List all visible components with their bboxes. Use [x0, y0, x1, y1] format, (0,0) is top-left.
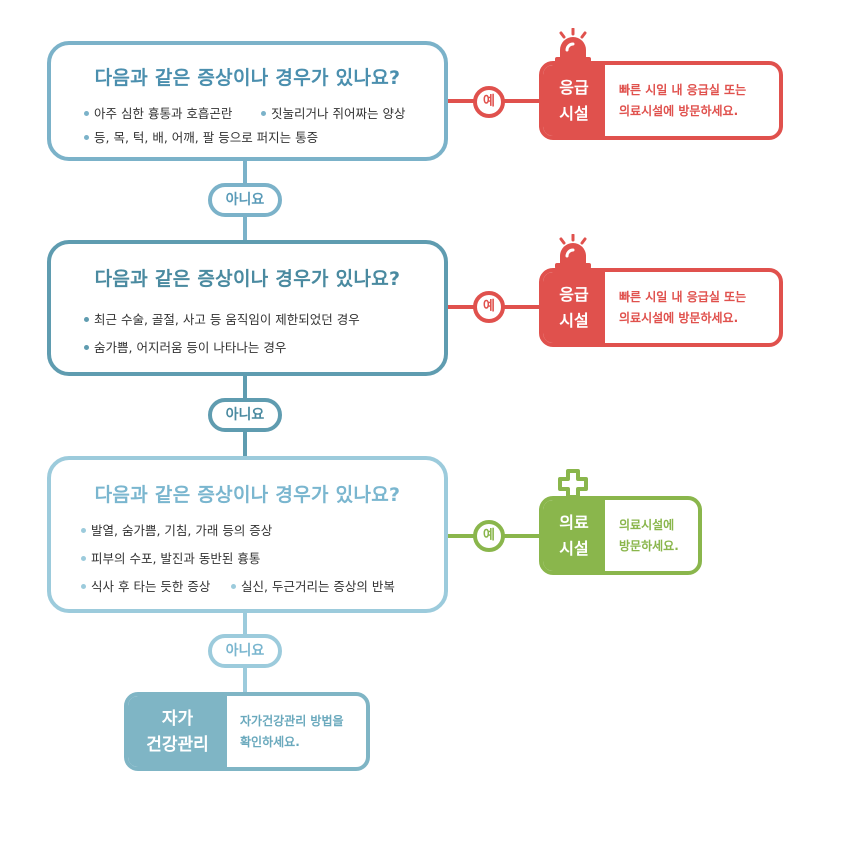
connector-q1-no — [243, 158, 247, 185]
bullet-item: 실신, 두근거리는 증상의 반복 — [231, 576, 395, 595]
bullet-item: 발열, 숨가쁨, 기침, 가래 등의 증상 — [81, 520, 272, 539]
no-label-2: 아니요 — [208, 398, 282, 432]
yes-label-1: 예 — [473, 86, 505, 118]
connector-no2-q3 — [243, 430, 247, 458]
question-box-2: 다음과 같은 증상이나 경우가 있나요? 최근 수술, 골절, 사고 등 움직임… — [47, 240, 448, 376]
question-box-3: 다음과 같은 증상이나 경우가 있나요? 발열, 숨가쁨, 기침, 가래 등의 … — [47, 456, 448, 613]
question-title-3: 다음과 같은 증상이나 경우가 있나요? — [94, 484, 401, 506]
bullet-item: 피부의 수포, 발진과 동반된 흉통 — [81, 548, 260, 567]
bullet-item: 식사 후 타는 듯한 증상 — [81, 576, 210, 595]
bullet-item: 최근 수술, 골절, 사고 등 움직임이 제한되었던 경우 — [84, 309, 360, 328]
no-label-1: 아니요 — [208, 183, 282, 217]
yes-label-2: 예 — [473, 291, 505, 323]
question-title-2: 다음과 같은 증상이나 경우가 있나요? — [94, 268, 401, 290]
connector-no1-q2 — [243, 215, 247, 242]
bullet-item: 숨가쁨, 어지러움 등이 나타나는 경우 — [84, 337, 286, 356]
siren-icon — [555, 234, 591, 269]
siren-icon — [555, 28, 591, 63]
question-box-1: 다음과 같은 증상이나 경우가 있나요? 아주 심한 흉통과 호흡곤란 짓눌리거… — [47, 41, 448, 161]
yes-label-3: 예 — [473, 520, 505, 552]
no-label-3: 아니요 — [208, 634, 282, 668]
connector-no3-self — [243, 666, 247, 694]
bullet-item: 아주 심한 흉통과 호흡곤란 — [84, 103, 232, 122]
bullet-item: 짓눌리거나 쥐어짜는 양상 — [261, 103, 405, 122]
connector-q3-no — [243, 610, 247, 636]
bullet-item: 등, 목, 턱, 배, 어깨, 팔 등으로 퍼지는 통증 — [84, 127, 318, 146]
connector-q2-no — [243, 373, 247, 400]
question-title-1: 다음과 같은 증상이나 경우가 있나요? — [94, 67, 401, 89]
